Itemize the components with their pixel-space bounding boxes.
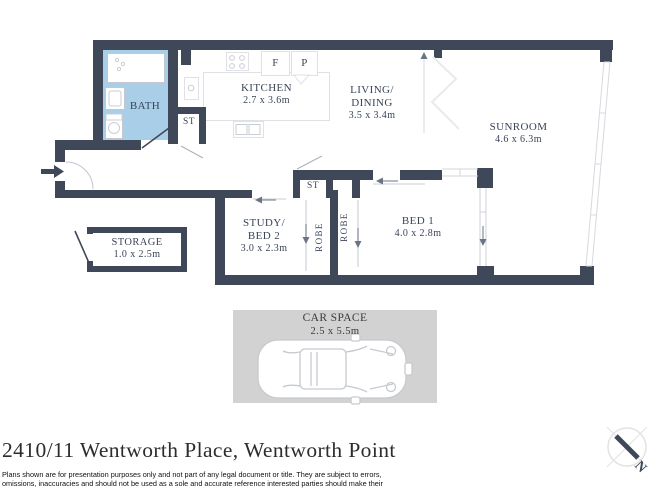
bed1-dims: 4.0 x 2.8m [394,227,442,239]
wall-bottom [215,275,593,285]
wall-topright-stub [600,50,612,62]
st-bath-door-leaf [180,145,204,159]
study-dims: 3.0 x 2.3m [240,242,288,254]
sunroom-name: SUNROOM [489,121,548,133]
compass-north-label: N [631,458,649,476]
wall-left-upper [93,40,103,150]
room-label-storage: STORAGE 1.0 x 2.5m [95,237,179,261]
storage-dims: 1.0 x 2.5m [113,249,161,261]
living-dims: 3.5 x 3.4m [348,109,396,121]
wall-st-hall-left [293,170,300,198]
compass-icon: N [606,426,649,476]
bathtub-icon [107,53,165,83]
wall-entry-stub-top [55,140,65,162]
closet-label-st-hall: ST [307,181,319,191]
disclaimer-line-2: omissions, inaccuracies and should not b… [2,479,383,488]
sunroom-window-wall [585,61,611,267]
entry-arrow-icon [41,165,64,178]
wall-hall-bottom [57,190,252,198]
wall-living-bottom-a [293,170,373,180]
wall-top [93,40,613,50]
disclaimer-line-1: Plans shown are for presentation purpose… [2,470,382,479]
closet-label-st-bath: ST [183,117,195,127]
wall-hall-top [55,140,95,150]
carspace-dims: 2.5 x 5.5m [310,325,360,337]
kitchen-dims: 2.7 x 3.6m [243,94,290,106]
st-hall-door-leaf [296,155,323,170]
room-label-bed1: BED 1 4.0 x 2.8m [370,215,466,240]
room-label-kitchen: KITCHEN 2.7 x 3.6m [204,82,329,107]
entry-door-arc [65,161,94,190]
wall-bed1-bottomright-stub [477,266,494,285]
kitchen-name: KITCHEN [240,82,293,94]
wall-bath-bottom [93,140,141,150]
bed1-glass-wall [479,188,487,266]
wall-st-bath-top [172,107,206,114]
storage-door-gap [86,234,94,261]
toilet-icon [105,113,123,139]
study-name-1: STUDY/ [242,217,286,229]
robe-label-study: ROBE [314,222,324,252]
pantry-label: P [301,57,308,69]
study-name-2: BED 2 [247,229,281,242]
wall-bed1-topright-stub [477,168,493,188]
sunroom-dims: 4.6 x 6.3m [495,133,542,145]
wall-study-left [215,190,225,285]
page-title: 2410/11 Wentworth Place, Wentworth Point [2,438,396,462]
carspace-name: CAR SPACE [302,312,368,324]
wall-bath-right [168,43,178,144]
bed1-name: BED 1 [401,215,435,227]
room-label-study: STUDY/ BED 2 3.0 x 2.3m [220,217,308,255]
wall-bottomright-stub [580,266,594,285]
wall-st-hall-right [326,170,333,198]
robe-label-bed1: ROBE [339,212,349,242]
stove-icon [226,52,249,71]
wall-kitchen-pier [181,50,191,65]
wall-robe-divider [330,190,338,280]
room-label-carspace: CAR SPACE 2.5 x 5.5m [253,312,417,338]
wall-robe2-stub [352,170,360,198]
fridge-label: F [272,57,279,69]
living-window [442,168,478,177]
fridge-cupboard [261,51,290,76]
dishwasher-icon [184,77,199,100]
wall-living-bottom-b [400,170,442,180]
room-label-sunroom: SUNROOM 4.6 x 6.3m [466,121,571,146]
sunroom-folding-door [420,52,460,133]
room-label-bath: BATH [129,100,161,112]
study-sliding-door [253,196,286,204]
wall-top-tick [434,50,442,58]
storage-name: STORAGE [111,237,163,248]
living-name-1: LIVING/ [350,84,394,96]
sink-icon [233,121,264,138]
wall-entry-stub-bottom [55,181,65,198]
living-name-2: DINING [351,96,393,109]
room-label-living: LIVING/ DINING 3.5 x 3.4m [327,84,417,122]
wall-st-bath-right [199,107,206,144]
